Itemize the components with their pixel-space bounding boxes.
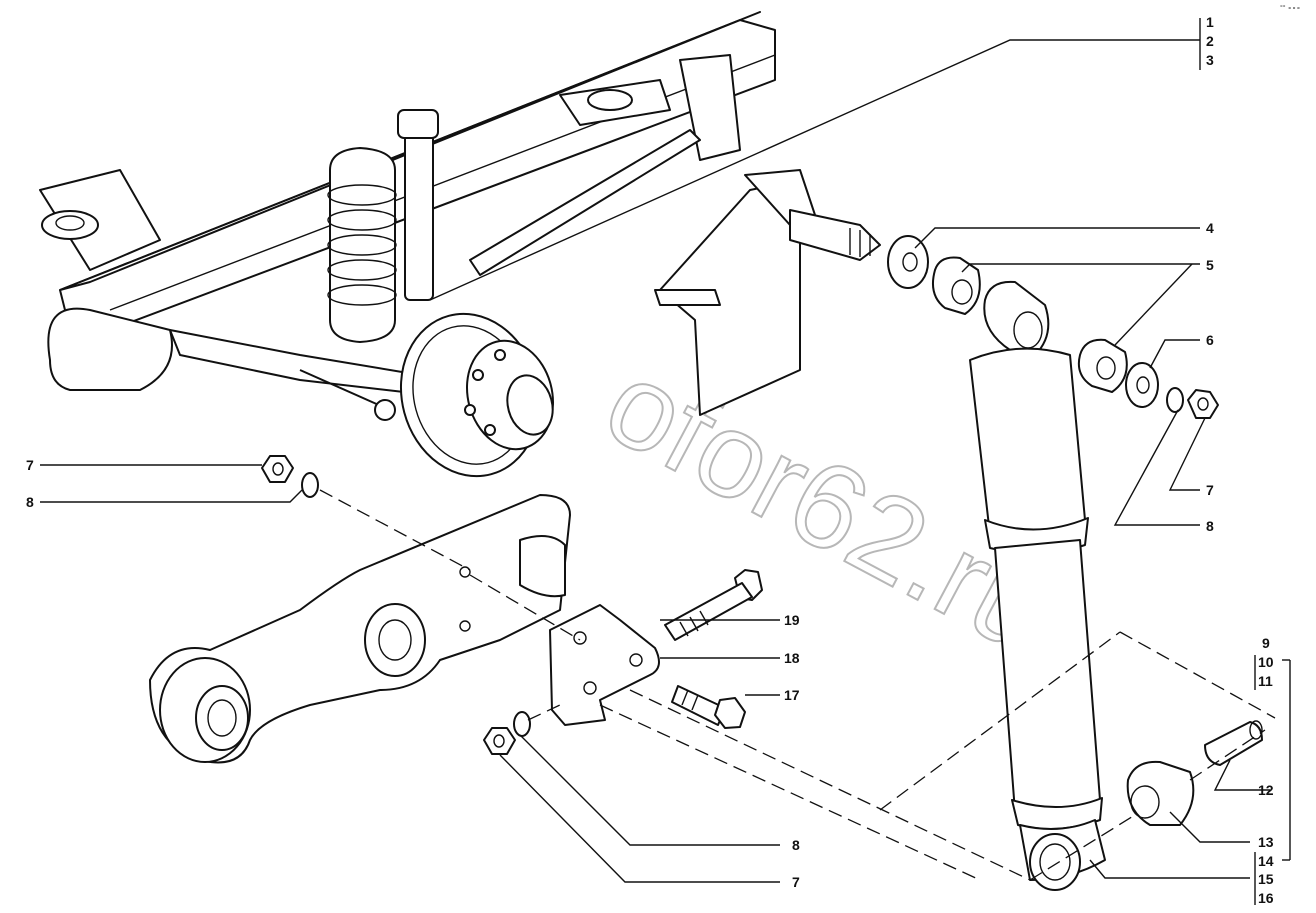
callout-3: 3 [1206, 52, 1214, 68]
washer-4 [887, 235, 929, 289]
callout-14: 14 [1258, 853, 1274, 869]
sleeve-12 [1204, 720, 1263, 766]
callout-8-lower: 8 [792, 837, 800, 853]
shock-absorber [969, 347, 1106, 891]
callout-13: 13 [1258, 834, 1274, 850]
callout-12: 12 [1258, 782, 1274, 798]
bushing-5-upper [932, 256, 981, 315]
callout-19: 19 [784, 612, 800, 628]
bracket-18 [549, 604, 660, 726]
coil-spring [327, 147, 397, 343]
nut-7-lower [483, 727, 516, 755]
assembly-dashed-lines [319, 489, 1276, 881]
bolt-19 [664, 569, 763, 641]
callout-7-upper: 7 [1206, 482, 1214, 498]
washer-6 [1125, 362, 1159, 408]
upper-mount-bracket [654, 169, 881, 416]
bushing-5-lower [1077, 338, 1128, 393]
callout-4: 4 [1206, 220, 1214, 236]
callout-11: 11 [1258, 673, 1273, 689]
brake-disc-hub [399, 312, 554, 478]
spring-washer-8-upper [1166, 387, 1184, 413]
callout-2: 2 [1206, 33, 1214, 49]
spring-washer-8-left [301, 472, 319, 498]
leader-lines [40, 18, 1291, 905]
callout-7-left: 7 [26, 457, 34, 473]
callout-15: 15 [1258, 871, 1274, 887]
bushing-13 [1126, 760, 1195, 826]
bolt-17 [671, 685, 746, 729]
callout-16: 16 [1258, 890, 1274, 906]
shock-top-eye [983, 280, 1050, 356]
callout-18: 18 [784, 650, 800, 666]
corner-mark: °° ∘∘∘ [1280, 4, 1301, 12]
callout-17: 17 [784, 687, 800, 703]
nut-7-left [261, 455, 294, 483]
callout-8-upper: 8 [1206, 518, 1214, 534]
callout-10: 10 [1258, 654, 1274, 670]
callout-1: 1 [1206, 14, 1214, 30]
chassis-frame-assembly [39, 11, 776, 478]
spring-washer-8-lower [513, 711, 531, 737]
callout-6: 6 [1206, 332, 1214, 348]
callout-9: 9 [1262, 635, 1270, 651]
callout-5: 5 [1206, 257, 1214, 273]
callout-numbers: 1 2 3 4 5 6 7 8 7 8 9 10 11 12 13 14 15 … [26, 14, 1274, 906]
lower-control-arm [149, 494, 571, 764]
nut-7-upper [1187, 389, 1219, 419]
callout-7-lower: 7 [792, 874, 800, 890]
callout-8-left: 8 [26, 494, 34, 510]
